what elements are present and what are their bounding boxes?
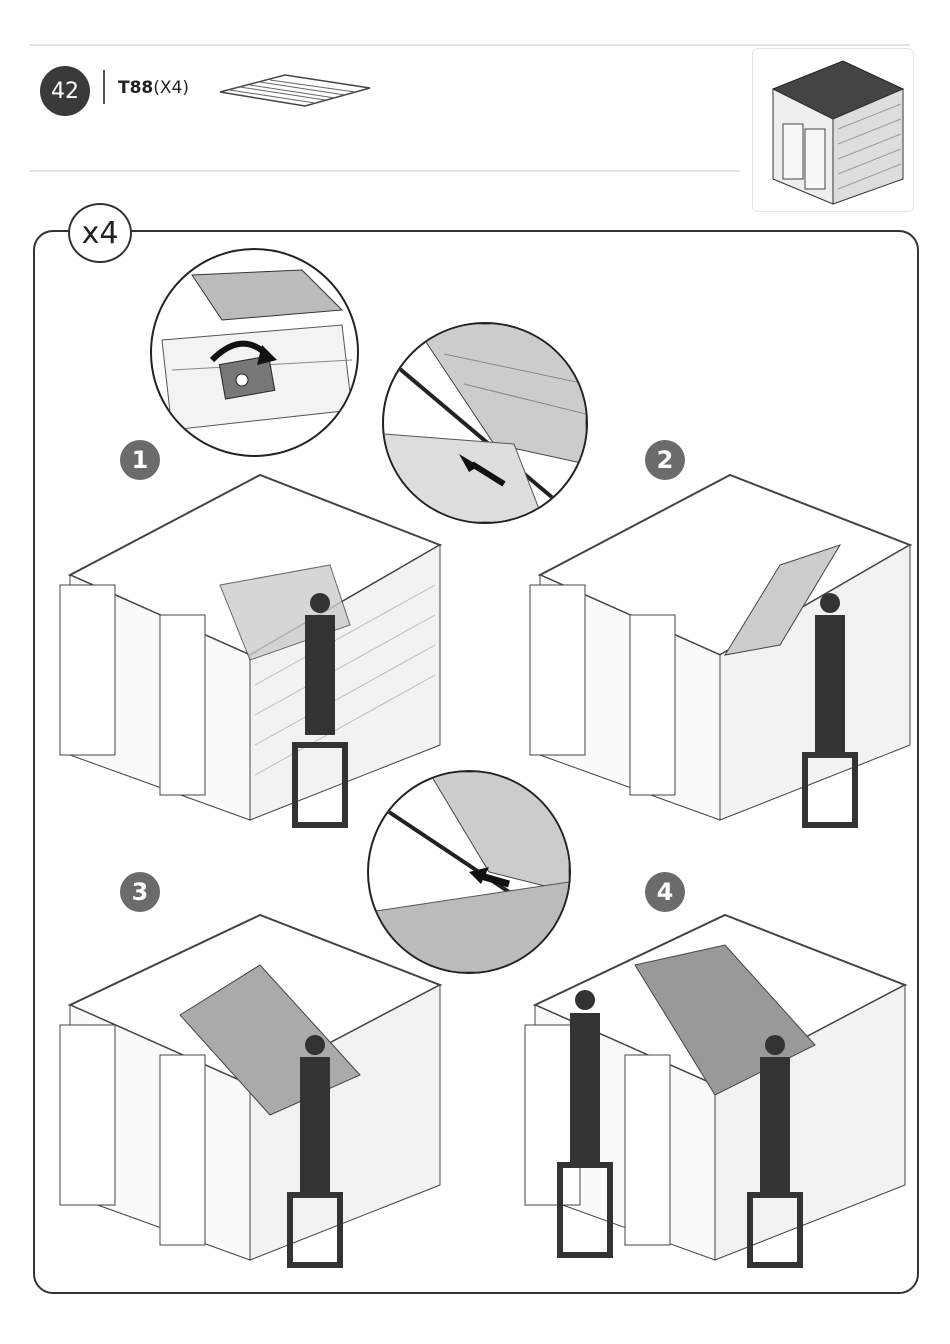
part-quantity: (X4) [153,78,189,98]
header-top-rule [30,44,910,46]
page-step-number: 42 [40,66,90,116]
roof-panel-icon [215,70,375,110]
step-3-illustration [50,905,450,1275]
shed-thumbnail-frame [752,48,914,212]
step-4-illustration [515,905,915,1275]
shed-thumbnail-illustration [753,49,913,211]
part-code: T88 [118,78,153,98]
header-divider [103,70,105,104]
quantity-badge: x4 [68,203,132,263]
zoom-detail-clip [150,248,359,457]
header-bottom-rule [30,170,740,172]
step-2-illustration [520,455,920,835]
part-label: T88(X4) [118,78,189,98]
step-1-illustration [50,455,450,835]
